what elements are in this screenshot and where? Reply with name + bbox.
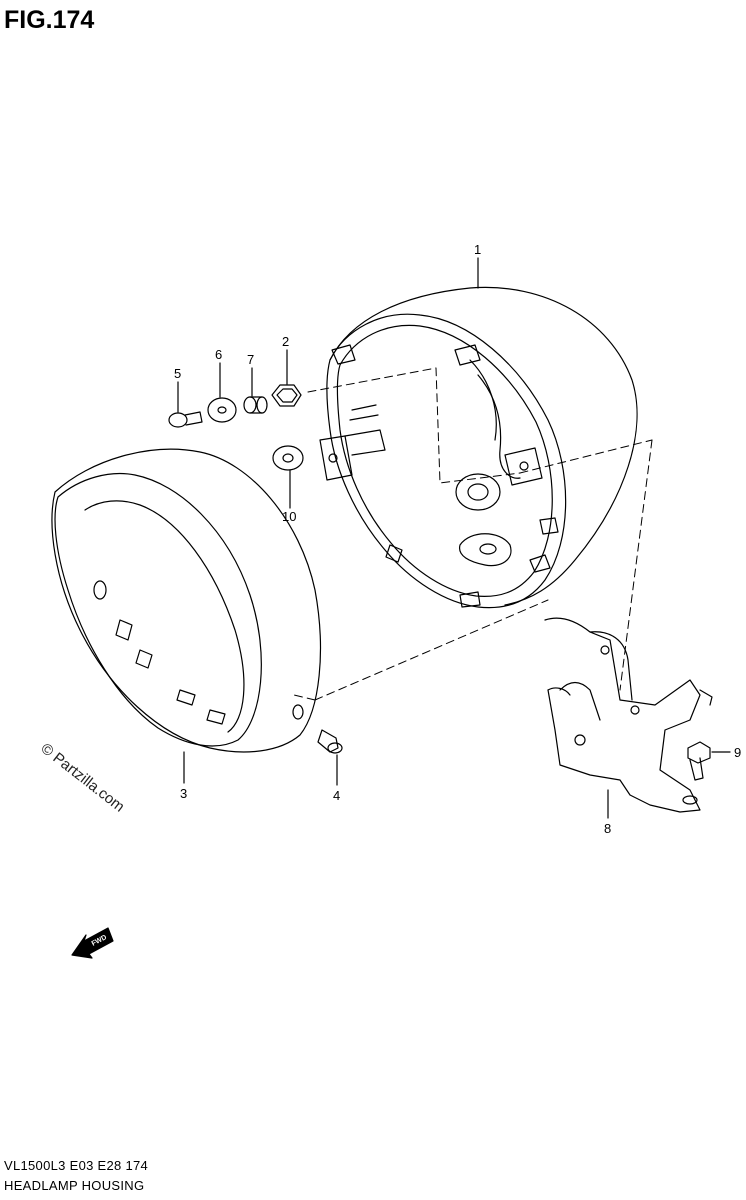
collar-part bbox=[243, 367, 268, 414]
footer-section-name: HEADLAMP HOUSING bbox=[4, 1178, 145, 1193]
callout-6: 6 bbox=[215, 347, 222, 362]
callout-3: 3 bbox=[180, 786, 187, 801]
footer-model-code: VL1500L3 E03 E28 174 bbox=[4, 1158, 149, 1173]
dashed-alignment-lines bbox=[289, 367, 653, 701]
callout-5: 5 bbox=[174, 366, 181, 381]
washer-part bbox=[207, 362, 237, 423]
callout-8: 8 bbox=[604, 821, 611, 836]
callout-1: 1 bbox=[474, 242, 481, 257]
callout-7: 7 bbox=[247, 352, 254, 367]
callout-4: 4 bbox=[333, 788, 340, 803]
nut-part bbox=[271, 349, 302, 407]
rim-screw-part bbox=[317, 729, 343, 786]
figure-title: FIG.174 bbox=[4, 6, 95, 34]
callout-9: 9 bbox=[734, 745, 741, 760]
headlamp-rim-part bbox=[51, 448, 322, 784]
headlamp-housing-part bbox=[319, 257, 638, 609]
mounting-bracket-part bbox=[544, 617, 713, 819]
bracket-bolt-part bbox=[687, 741, 731, 781]
callout-2: 2 bbox=[282, 334, 289, 349]
grommet-part bbox=[272, 445, 304, 509]
fwd-arrow-icon: FWD bbox=[71, 927, 114, 959]
screw-part bbox=[168, 381, 203, 428]
callout-10: 10 bbox=[282, 509, 296, 524]
